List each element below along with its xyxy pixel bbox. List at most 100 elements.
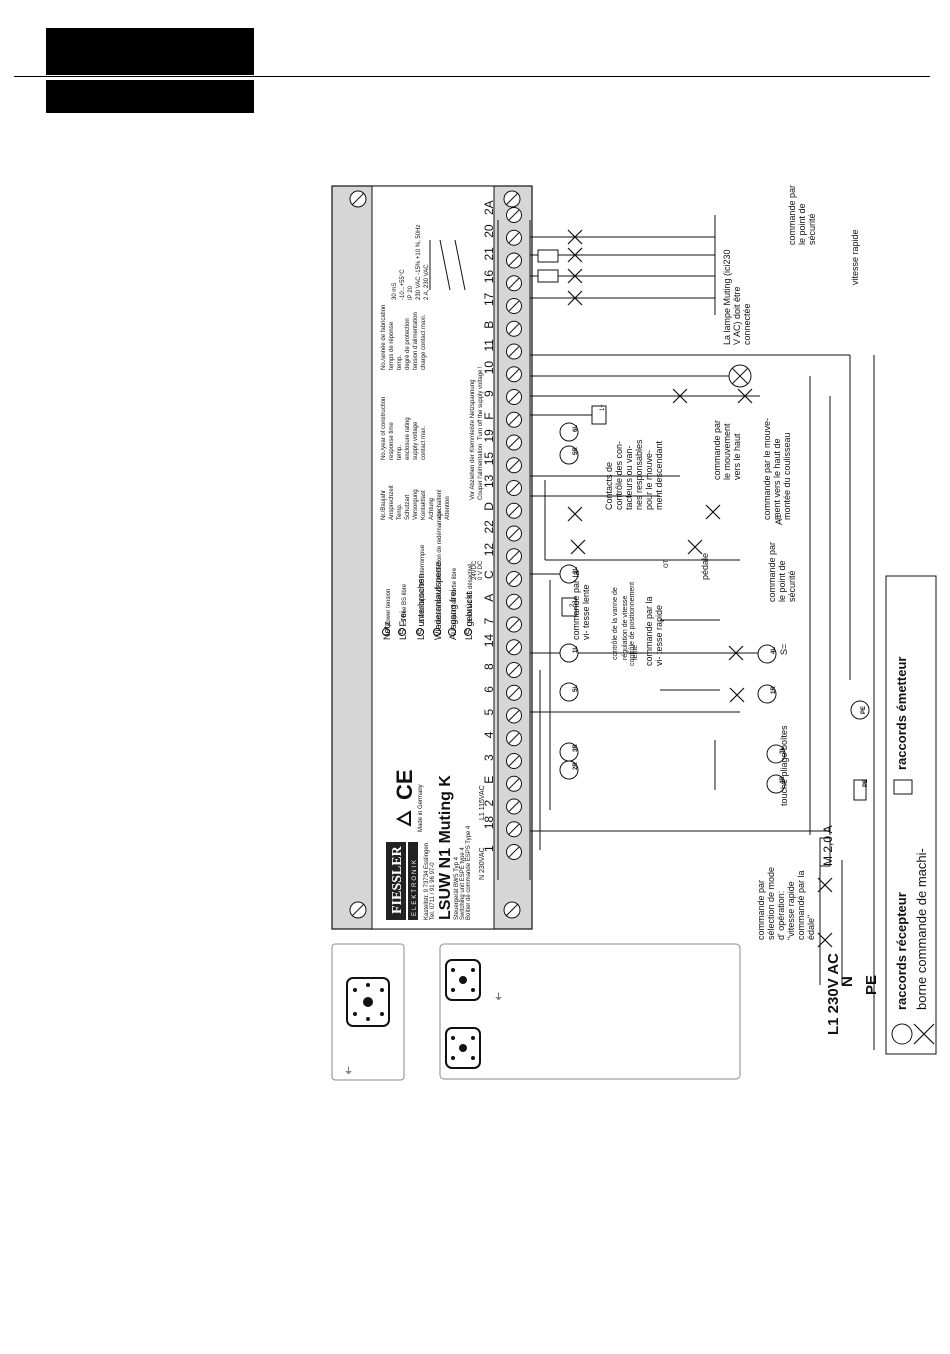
terminal-label: F xyxy=(482,412,496,419)
address: Kastellstr. 9 73734 Esslingen xyxy=(424,843,430,920)
sensor-connector-icon: 2L xyxy=(559,564,579,584)
subtitle-1: Steuergerät BWS Typ 4 xyxy=(454,856,460,920)
sensor-connector-icon: 1L xyxy=(559,643,579,663)
terminal-label: 2A xyxy=(482,200,496,215)
svg-text:PE: PE xyxy=(863,779,869,787)
terminal-screw-icon xyxy=(506,229,522,246)
svg-text:contrôle de positionnement: contrôle de positionnement xyxy=(629,582,636,666)
header-rule xyxy=(14,76,930,77)
led-bottom-label: 24VDC xyxy=(472,560,478,580)
terminal-label: 15 xyxy=(482,452,496,466)
terminal-screw-icon xyxy=(506,298,522,314)
terminal-label: A xyxy=(482,594,496,602)
spec-fr: tension d'alimentation xyxy=(413,312,419,370)
led-label: LS gebrückt xyxy=(464,591,474,640)
terminal-label: E xyxy=(482,776,496,784)
terminal-label: 21 xyxy=(482,247,496,261)
svg-text:N: N xyxy=(839,976,856,987)
screw-icon xyxy=(349,901,367,919)
terminal-x-icon xyxy=(567,247,583,263)
brand-logo-text: FIESSLER xyxy=(390,845,405,914)
terminal-screw-icon xyxy=(506,730,522,747)
machine-terminal-marks xyxy=(567,229,833,948)
spec-en: temp. xyxy=(397,445,403,460)
svg-text:OT: OT xyxy=(664,559,670,568)
screw-icon xyxy=(503,190,521,208)
svg-text:5R: 5R xyxy=(573,447,579,455)
relay-contacts-icon xyxy=(429,239,466,291)
svg-text:Contacts de: Contacts de xyxy=(604,462,614,510)
terminal-label: 20 xyxy=(482,224,496,238)
sensor-connector-icon: 3L xyxy=(766,744,786,764)
terminal-label: 9 xyxy=(482,390,496,397)
annotation-fast_speed: vitesse rapide xyxy=(850,229,860,285)
terminal-screw-icon xyxy=(506,457,522,474)
terminal-label: 12 xyxy=(482,543,496,557)
sensor-connector-icon: 5R xyxy=(559,445,579,465)
terminal-label: 18 xyxy=(482,816,496,830)
terminal-screw-icon xyxy=(506,753,522,769)
svg-text:La lampe Muting (ici230: La lampe Muting (ici230 xyxy=(722,249,732,345)
svg-text:2L: 2L xyxy=(573,567,579,574)
terminal-label: B xyxy=(482,321,496,329)
warning: Vor Abziehen der Klemmleiste Netzspannun… xyxy=(470,380,476,500)
svg-text:4L: 4L xyxy=(771,647,777,654)
terminal-screw-icon xyxy=(506,434,522,451)
front-face-text: FIESSLER ELEKTRONIK Kastellstr. 9 73734 … xyxy=(386,769,486,920)
svg-text:touche pliage boîtes: touche pliage boîtes xyxy=(779,725,789,806)
led-label: LS unterbrochen xyxy=(416,573,426,640)
brand-sub: ELEKTRONIK xyxy=(412,858,418,916)
svg-text:montée du coulisseau: montée du coulisseau xyxy=(782,432,792,520)
sensor-connector-icon: 4L xyxy=(757,644,777,664)
terminal-label: 14 xyxy=(482,634,496,648)
pe-circle: PE xyxy=(850,700,870,720)
svg-text:commande par la: commande par la xyxy=(644,596,654,666)
terminal-screw-icon xyxy=(506,775,522,792)
spec-label: Attention xyxy=(445,496,451,520)
sensor-connector-icon: 4R xyxy=(766,774,786,794)
terminal-label: 17 xyxy=(482,292,496,306)
svg-text:nes responsables: nes responsables xyxy=(634,439,644,510)
terminal-screw-icon xyxy=(506,389,522,405)
terminal-label: 3 xyxy=(482,754,496,761)
svg-text:vi- tesse rapide: vi- tesse rapide xyxy=(654,605,664,666)
led-translation: restart interlock interdiction de redéma… xyxy=(437,509,443,626)
terminal-x-icon xyxy=(817,932,833,948)
svg-text:M 2,0 A: M 2,0 A xyxy=(821,825,835,866)
svg-text:le mouvement: le mouvement xyxy=(722,423,732,480)
annotation-pedal: pédale xyxy=(700,553,710,580)
sensor-connector-icon: 3R xyxy=(559,742,579,762)
svg-text:commande par la: commande par la xyxy=(571,570,581,640)
terminal-screw-icon xyxy=(506,548,522,565)
led-bottom-label: 0 V DC xyxy=(478,560,484,580)
terminal-x-icon xyxy=(687,539,703,555)
svg-text:commande par: commande par xyxy=(712,420,722,480)
svg-text:2R: 2R xyxy=(573,762,579,770)
terminal-label: 13 xyxy=(482,474,496,488)
svg-text:3R: 3R xyxy=(573,744,579,752)
header-bar-top xyxy=(46,28,254,75)
terminal-screw-icon xyxy=(506,571,522,587)
spec-label: Nr./Baujahr xyxy=(381,490,387,520)
terminal-screw-icon xyxy=(506,844,522,860)
svg-text:PE: PE xyxy=(861,706,867,714)
spec-label: Versorgung xyxy=(413,489,419,520)
terminal-label: C xyxy=(482,570,496,579)
spec-en: response time xyxy=(389,422,395,460)
terminal-x-icon xyxy=(567,268,583,284)
annotation-a_equals: A= xyxy=(774,514,784,525)
svg-text:contrôle de la vanne de: contrôle de la vanne de xyxy=(612,587,619,660)
svg-text:pédale: pédale xyxy=(700,553,710,580)
spec-en: contact max. xyxy=(421,426,427,460)
terminal-screw-icon xyxy=(506,798,522,815)
